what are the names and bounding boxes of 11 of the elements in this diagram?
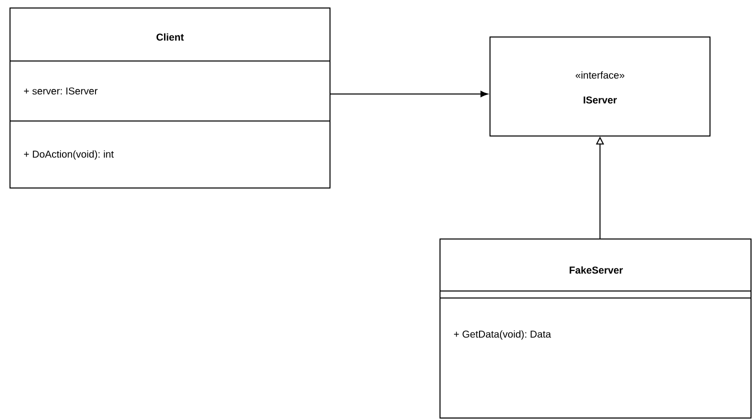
stereotype-label: «interface» — [576, 71, 624, 79]
method-text: + GetData(void): Data — [454, 330, 552, 340]
class-box — [10, 8, 330, 188]
class-name: IServer — [584, 96, 617, 104]
class-name: Client — [156, 33, 184, 41]
class-name: FakeServer — [570, 266, 623, 274]
class-box — [440, 238, 752, 418]
attribute-text: + server: IServer — [24, 87, 98, 95]
method-text: + DoAction(void): int — [24, 150, 114, 160]
class-box — [490, 36, 710, 136]
arrow — [330, 90, 488, 98]
